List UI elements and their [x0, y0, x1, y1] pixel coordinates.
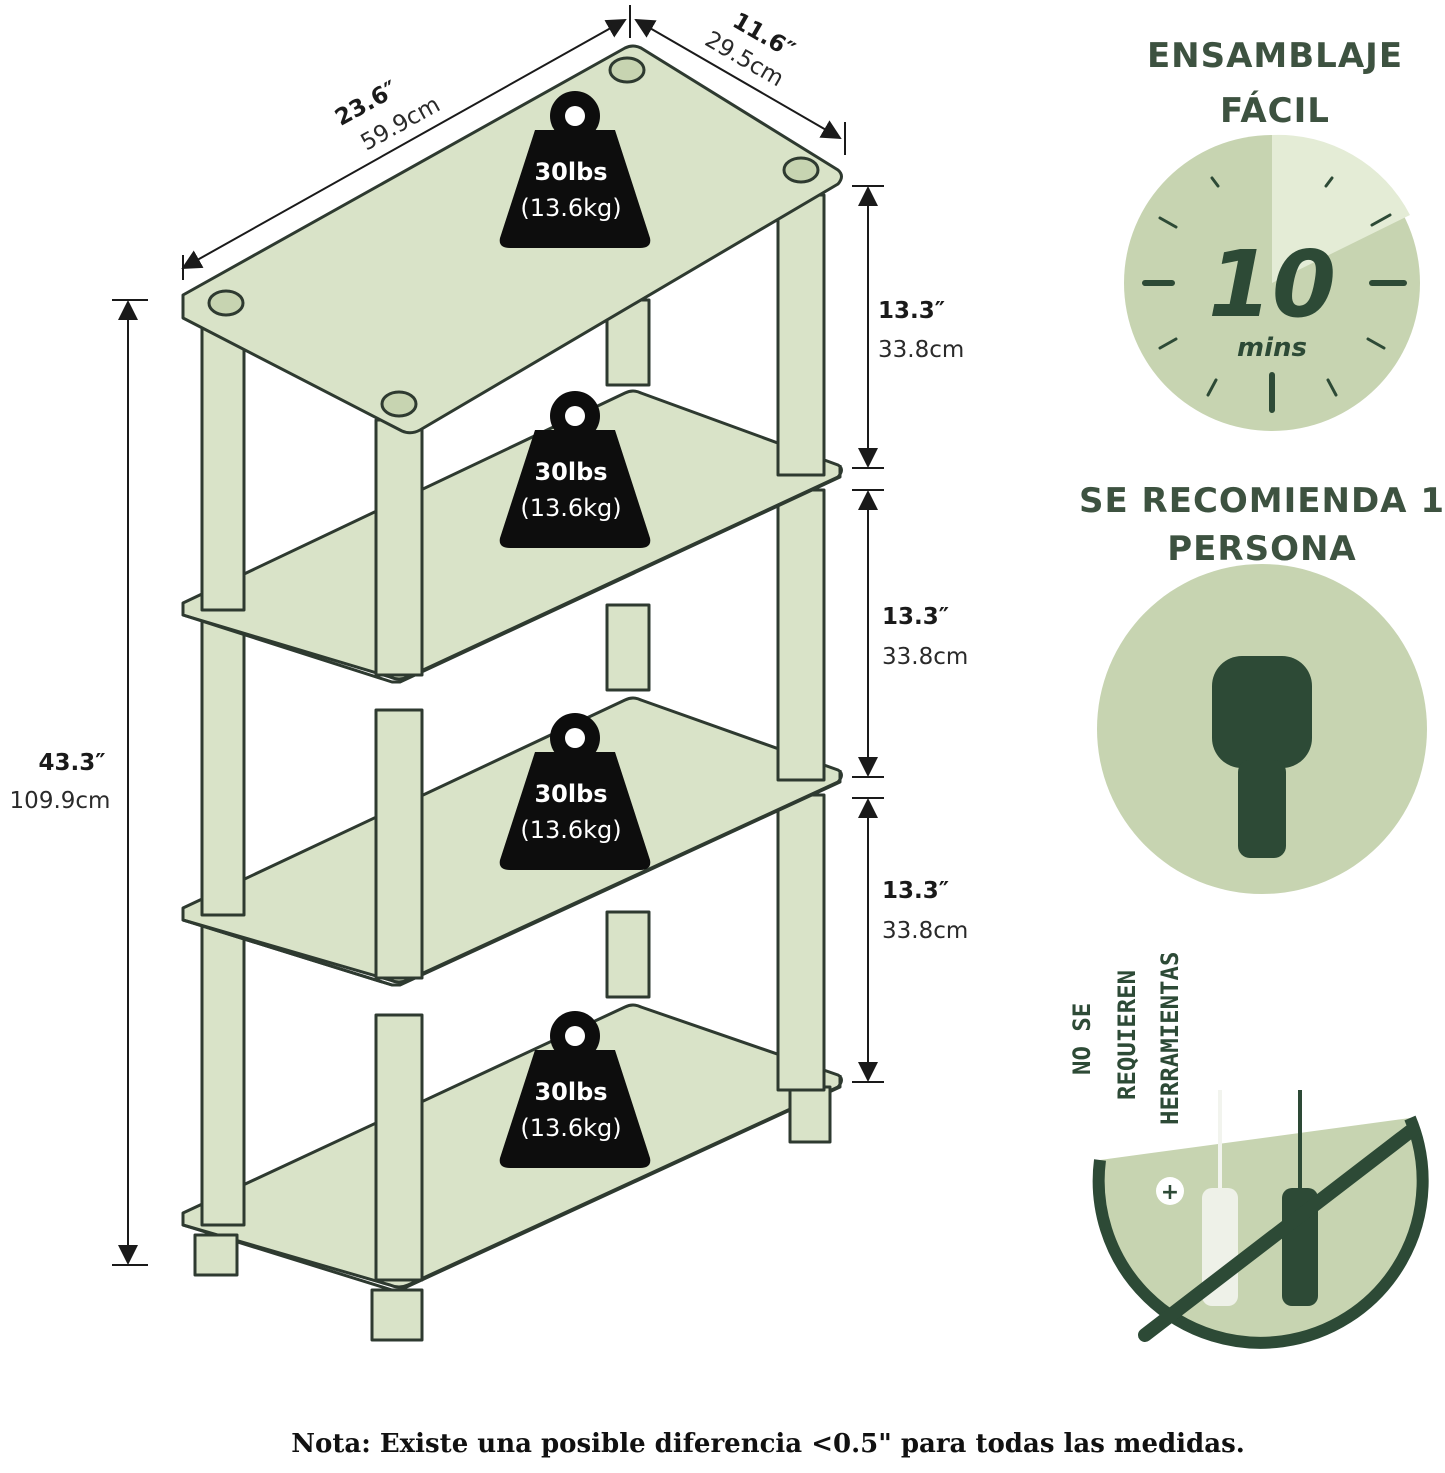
load-metric: (13.6kg) — [520, 816, 621, 844]
dimension-lines — [112, 5, 884, 1266]
load-metric: (13.6kg) — [520, 194, 621, 222]
arrow-icon — [634, 18, 842, 140]
tools-line3: HERRAMIENTAS — [1156, 952, 1184, 1125]
load-weight: 30lbs — [534, 158, 607, 186]
load-metric: (13.6kg) — [520, 1114, 621, 1142]
load-4: 30lbs (13.6kg) — [499, 1011, 651, 1168]
screwdriver-icon: + — [1092, 1090, 1429, 1349]
height-cm: 109.9cm — [10, 788, 111, 814]
height-inches: 43.3″ — [38, 750, 105, 776]
assembly-minutes: 10 — [1208, 231, 1336, 338]
depth-label: 11.6″ 29.5cm — [700, 8, 799, 92]
assembly-unit: mins — [1237, 333, 1307, 363]
shelf-gap-2-inches: 13.3″ — [882, 604, 949, 630]
shelf-gap-2-cm: 33.8cm — [882, 644, 968, 670]
load-weight: 30lbs — [534, 458, 607, 486]
measurement-note: Nota: Existe una posible diferencia <0.5… — [291, 1429, 1245, 1459]
width-label: 23.6″ 59.9cm — [331, 76, 445, 156]
assembly-title-line1: ENSAMBLAJE — [1147, 36, 1403, 76]
tools-line2: REQUIEREN — [1113, 970, 1141, 1100]
people-title-line2: PERSONA — [1167, 529, 1356, 569]
load-metric: (13.6kg) — [520, 494, 621, 522]
shelf-gap-1-inches: 13.3″ — [878, 298, 945, 324]
load-3: 30lbs (13.6kg) — [499, 713, 651, 870]
feature-tools: NO SE REQUIEREN HERRAMIENTAS + — [1068, 952, 1429, 1349]
people-title-line1: SE RECOMIENDA 1 — [1079, 481, 1445, 521]
arrow-icon — [181, 19, 627, 269]
assembly-title-line2: FÁCIL — [1220, 90, 1330, 131]
shelf-gap-1-cm: 33.8cm — [878, 337, 964, 363]
shelf-gap-3-inches: 13.3″ — [882, 878, 949, 904]
tools-plus: + — [1161, 1180, 1179, 1205]
feature-assembly: ENSAMBLAJE FÁCIL 10 mins — [1124, 36, 1420, 431]
feature-people: SE RECOMIENDA 1 PERSONA — [1079, 481, 1445, 894]
shelf-gap-3-cm: 33.8cm — [882, 918, 968, 944]
load-2: 30lbs (13.6kg) — [499, 391, 651, 548]
load-weight: 30lbs — [534, 780, 607, 808]
tools-line1: NO SE — [1068, 1003, 1096, 1075]
load-weight: 30lbs — [534, 1078, 607, 1106]
clock-icon: 10 mins — [1124, 134, 1420, 431]
person-icon — [1097, 564, 1427, 894]
